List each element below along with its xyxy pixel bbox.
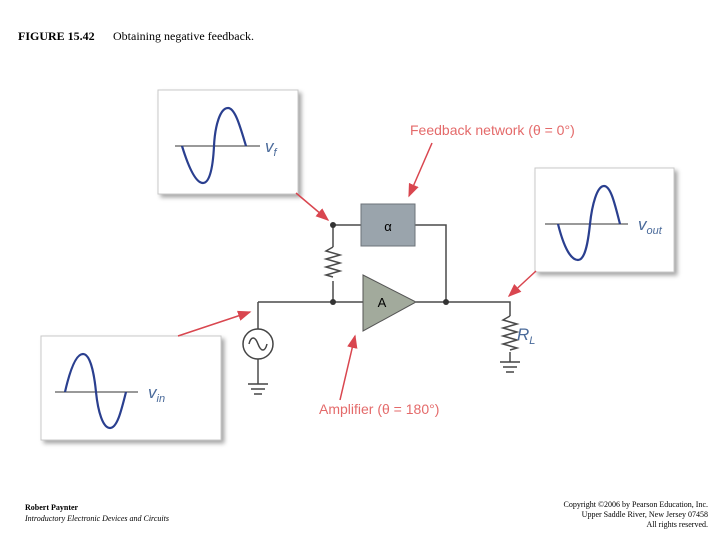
amplifier-label: A [378, 295, 387, 310]
feedback-network-block [360, 203, 416, 247]
copyright-line: All rights reserved. [646, 520, 708, 529]
arrow-to-amplifier [339, 334, 358, 401]
load-resistor [500, 315, 520, 351]
book-title: Introductory Electronic Devices and Circ… [25, 514, 169, 523]
vin-sine-wave [63, 352, 128, 430]
ac-source-icon [242, 328, 274, 360]
junction-dot [443, 299, 449, 305]
vout-label: vout [638, 215, 663, 237]
arrow-from-vout-panel [507, 270, 537, 298]
arrow-from-vf-panel [295, 192, 330, 221]
amplifier-callout: Amplifier (θ = 180°) [319, 401, 439, 417]
junction-dot [330, 299, 336, 305]
callout-arrows [177, 142, 537, 401]
load-resistor-label: RL [517, 325, 535, 347]
author-name: Robert Paynter [25, 503, 79, 512]
vout-waveform-panel [534, 167, 675, 273]
figure-caption: Obtaining negative feedback. [113, 29, 254, 43]
amplifier-triangle [362, 274, 418, 332]
feedback-resistor [323, 246, 343, 278]
feedback-network-callout: Feedback network (θ = 0°) [410, 122, 575, 138]
arrow-from-vin-panel [177, 310, 252, 337]
vf-sine-wave [180, 106, 248, 185]
figure-label: FIGURE 15.42 [18, 29, 95, 43]
vf-waveform-panel [157, 89, 299, 195]
junction-dot [330, 222, 336, 228]
copyright-notice: Copyright ©2006 by Pearson Education, In… [508, 500, 709, 530]
vf-label: vf [265, 137, 278, 159]
copyright-line: Upper Saddle River, New Jersey 07458 [581, 510, 708, 519]
vin-waveform-panel [40, 335, 222, 441]
ground-icon [500, 361, 520, 373]
vin-label: vin [148, 383, 165, 405]
copyright-line: Copyright ©2006 by Pearson Education, In… [563, 500, 709, 509]
vout-sine-wave [556, 184, 622, 262]
alpha-symbol: α [384, 219, 392, 234]
ground-icon [248, 383, 268, 395]
arrow-to-feedback-block [408, 142, 433, 198]
